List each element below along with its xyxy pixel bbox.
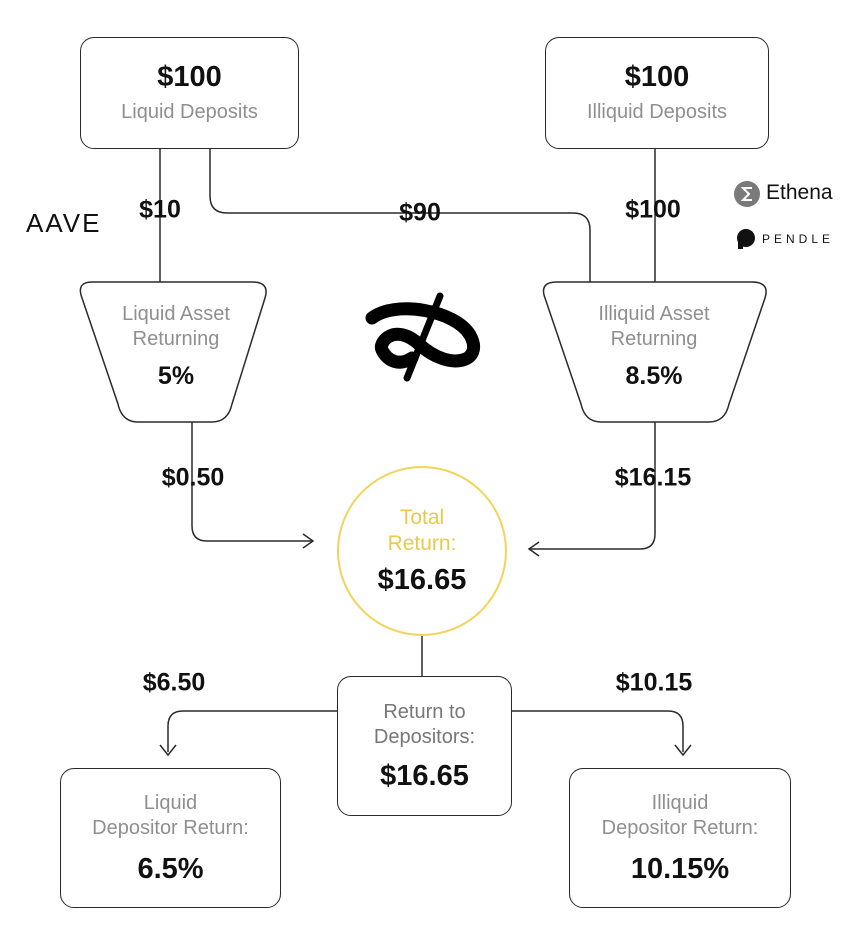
flow-label-liquid-to-illiquid: $90 bbox=[399, 198, 441, 227]
illiquid-deposits-label: Illiquid Deposits bbox=[586, 101, 728, 123]
illiquid-asset-text: Illiquid Asset Returning 8.5% bbox=[598, 302, 709, 391]
illiquid-deposits-amount: $100 bbox=[624, 61, 690, 93]
funnel-liquid bbox=[79, 281, 267, 423]
return-to-depositors-amount: $16.65 bbox=[380, 759, 469, 792]
illiquid-asset-rate: 8.5% bbox=[625, 362, 683, 390]
connector-to-illiquid-depositors bbox=[512, 710, 684, 752]
liquid-asset-line1: Liquid Asset bbox=[122, 303, 230, 325]
connector-liquid-to-illiquid bbox=[209, 148, 591, 282]
liquid-depositor-rate: 6.5% bbox=[137, 852, 204, 885]
flow-label-liquid-return: $0.50 bbox=[161, 463, 225, 492]
illiquid-depositor-rate: 10.15% bbox=[630, 852, 730, 885]
liquid-asset-rate: 5% bbox=[157, 362, 195, 390]
illiquid-depositor-line2: Depositor Return: bbox=[601, 816, 759, 839]
return-to-depositors-line1: Return to bbox=[383, 700, 466, 723]
illiquid-depositor-return-box: Illiquid Depositor Return: 10.15% bbox=[569, 768, 791, 908]
return-to-depositors-line2: Depositors: bbox=[373, 725, 476, 748]
ethena-icon bbox=[734, 181, 760, 207]
liquid-depositor-line1: Liquid bbox=[143, 791, 198, 814]
liquid-deposits-label: Liquid Deposits bbox=[121, 101, 258, 123]
funnel-illiquid bbox=[542, 281, 767, 423]
aave-logo: AAVE bbox=[26, 208, 102, 238]
arrowhead-illiquid-return bbox=[527, 541, 540, 557]
liquid-deposits-amount: $100 bbox=[157, 61, 222, 93]
total-return-amount: $16.65 bbox=[377, 563, 467, 596]
flow-label-to-liquid-depositors: $6.50 bbox=[142, 668, 206, 697]
illiquid-depositor-line1: Illiquid bbox=[651, 791, 709, 814]
return-to-depositors-box: Return to Depositors: $16.65 bbox=[337, 676, 512, 816]
infinity-logo-icon bbox=[365, 292, 481, 382]
ethena-logo-text: Ethena bbox=[766, 181, 833, 204]
connector-to-liquid-depositors bbox=[167, 710, 338, 752]
liquid-deposits-box: $100 Liquid Deposits bbox=[80, 37, 299, 149]
illiquid-deposits-box: $100 Illiquid Deposits bbox=[545, 37, 769, 149]
arrowhead-illiquid-depositors bbox=[674, 744, 692, 757]
flow-label-illiquid-return: $16.15 bbox=[614, 463, 692, 492]
pendle-logo-text: PENDLE bbox=[762, 232, 835, 246]
illiquid-asset-line1: Illiquid Asset bbox=[598, 303, 710, 325]
liquid-depositor-line2: Depositor Return: bbox=[92, 816, 249, 839]
total-return-line2: Return: bbox=[387, 531, 457, 555]
arrowhead-liquid-return bbox=[302, 533, 315, 549]
illiquid-asset-line2: Returning bbox=[610, 328, 698, 350]
flow-label-liquid-to-aave: $10 bbox=[139, 195, 181, 224]
arrowhead-liquid-depositors bbox=[159, 744, 177, 757]
liquid-depositor-return-box: Liquid Depositor Return: 6.5% bbox=[60, 768, 281, 908]
flow-label-to-illiquid-depositors: $10.15 bbox=[615, 668, 693, 697]
total-return-circle: Total Return: $16.65 bbox=[337, 466, 507, 636]
liquid-asset-text: Liquid Asset Returning 5% bbox=[122, 302, 230, 391]
connector-illiquid-return bbox=[530, 422, 656, 550]
liquid-asset-line2: Returning bbox=[132, 328, 220, 350]
connector-liquid-return bbox=[191, 422, 312, 542]
pendle-icon bbox=[737, 229, 755, 249]
total-return-line1: Total bbox=[399, 506, 445, 530]
flow-label-illiquid-to-asset: $100 bbox=[625, 195, 681, 224]
